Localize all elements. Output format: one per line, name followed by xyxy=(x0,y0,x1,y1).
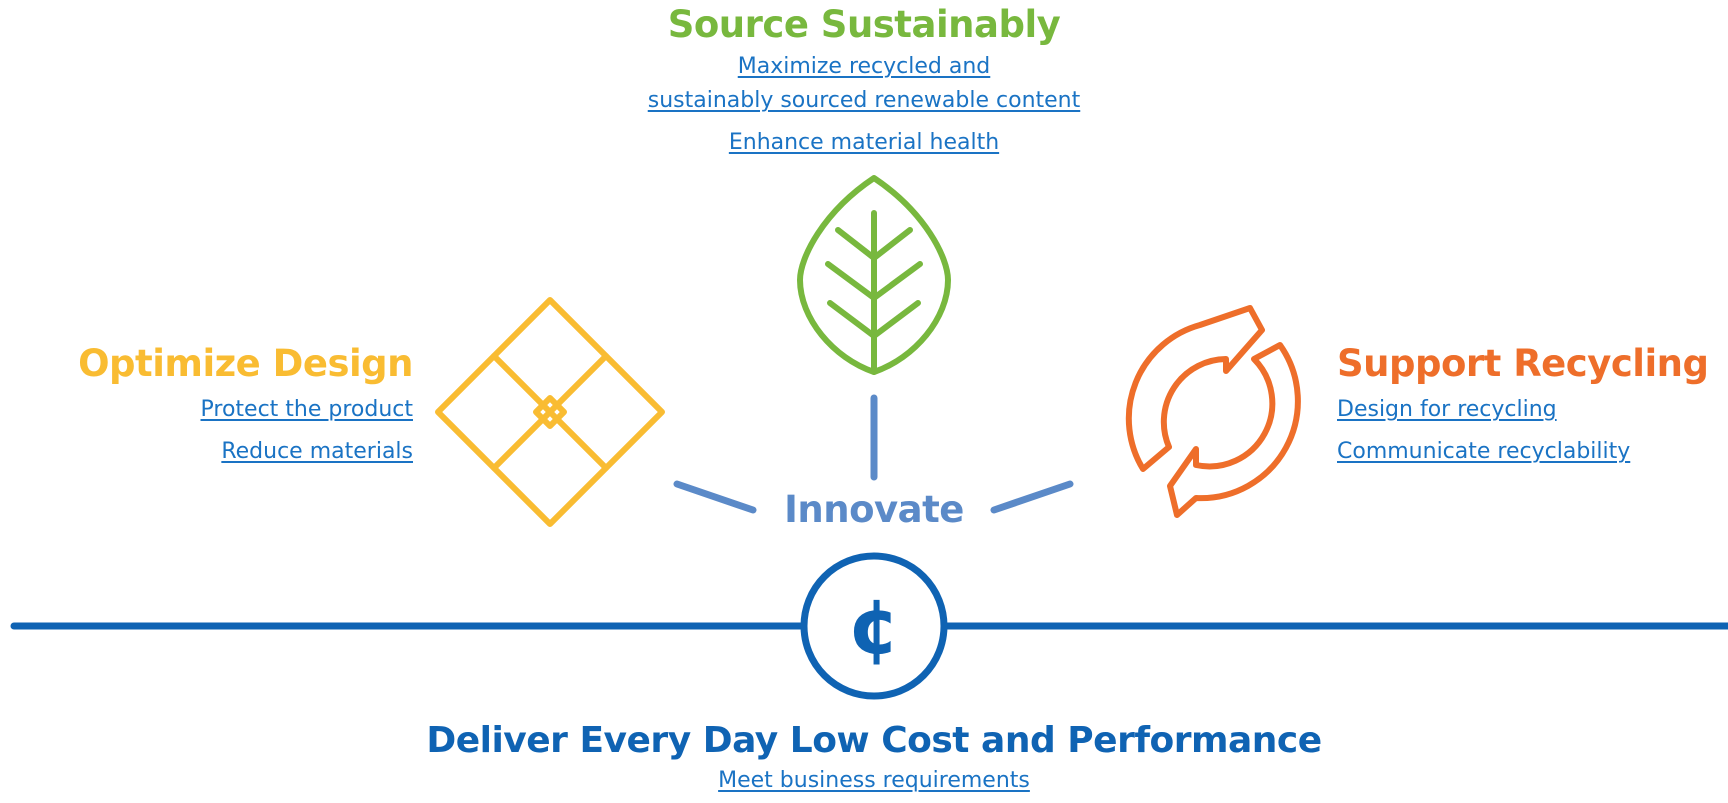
optimize-design-group: Optimize Design Protect the product Redu… xyxy=(0,339,413,473)
cent-icon: ¢ xyxy=(800,552,948,700)
deliver-group: Deliver Every Day Low Cost and Performan… xyxy=(0,716,1728,796)
reduce-materials-link[interactable]: Reduce materials xyxy=(221,439,413,464)
deliver-title: Deliver Every Day Low Cost and Performan… xyxy=(426,720,1322,761)
design-for-recycling-link[interactable]: Design for recycling xyxy=(1337,397,1557,422)
support-recycling-group: Support Recycling Design for recycling C… xyxy=(1337,339,1709,473)
innovate-label: Innovate xyxy=(784,488,964,531)
meet-business-requirements-link[interactable]: Meet business requirements xyxy=(718,768,1030,793)
source-sustainably-title: Source Sustainably xyxy=(667,3,1061,46)
connector-right xyxy=(990,480,1074,514)
recycle-arrows-icon xyxy=(1125,305,1301,518)
optimize-design-title: Optimize Design xyxy=(78,342,413,385)
connector-left xyxy=(673,480,757,514)
sustainably-sourced-link[interactable]: sustainably sourced renewable content xyxy=(647,88,1081,113)
leaf-icon xyxy=(797,175,951,375)
source-sustainably-group: Source Sustainably Maximize recycled and… xyxy=(0,0,1728,160)
enhance-material-health-link[interactable]: Enhance material health xyxy=(728,130,1000,155)
communicate-recyclability-link[interactable]: Communicate recyclability xyxy=(1337,439,1631,464)
support-recycling-title: Support Recycling xyxy=(1337,342,1709,385)
maximize-recycled-link[interactable]: Maximize recycled and xyxy=(737,54,991,79)
svg-text:¢: ¢ xyxy=(848,582,901,671)
tiled-diamond-icon xyxy=(435,297,665,527)
protect-product-link[interactable]: Protect the product xyxy=(200,397,414,422)
